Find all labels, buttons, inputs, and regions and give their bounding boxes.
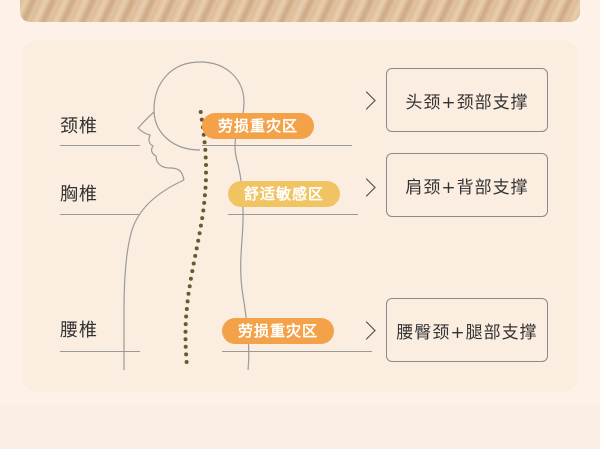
support-waist-leg-text: 腰臀颈+腿部支撑 [396, 322, 538, 343]
spine-dot [202, 200, 207, 205]
spine-diagram-panel: 颈椎 胸椎 腰椎 劳损重灾区 舒适敏感区 劳损重灾区 头颈+颈部支撑 肩颈+背部… [22, 40, 578, 392]
label-thoracic: 胸椎 [60, 184, 98, 205]
body-silhouette [123, 61, 250, 371]
top-banner [0, 0, 600, 28]
front-torso-outline [123, 179, 185, 370]
label-lumbar: 腰椎 [60, 320, 98, 341]
spine-dot [184, 360, 189, 364]
spine-dot [200, 216, 205, 221]
spine-dot [187, 284, 192, 289]
spine-dot [184, 307, 189, 311]
spine-dot [191, 261, 196, 266]
support-box-head-neck: 头颈+颈部支撑 [386, 68, 548, 132]
spine-dot [203, 178, 208, 183]
spine-dot [202, 193, 207, 198]
support-box-shoulder-back: 肩颈+背部支撑 [386, 153, 548, 217]
badge-sensitive: 舒适敏感区 [228, 181, 341, 207]
label-cervical: 颈椎 [60, 116, 98, 137]
head-outline [153, 61, 245, 151]
spine-dot [204, 163, 208, 167]
spine-dot [196, 238, 201, 243]
spine-dot [185, 299, 190, 304]
banner-image [20, 0, 580, 22]
spine-dot [198, 223, 203, 228]
spine-dot [204, 170, 208, 175]
spine-dot [193, 253, 198, 258]
spine-dot [188, 276, 193, 281]
spine-dots [183, 110, 208, 364]
spine-dot [190, 269, 195, 274]
badge-strain-upper: 劳损重灾区 [202, 113, 315, 139]
thoracic-underline [60, 214, 140, 215]
badge-upper-line [202, 145, 352, 146]
spine-dot [197, 231, 202, 236]
spine-dot [184, 352, 189, 357]
spine-dot [203, 185, 208, 190]
support-head-neck-text: 头颈+颈部支撑 [405, 92, 529, 113]
lumbar-underline [60, 351, 140, 352]
badge-strain-lower: 劳损重灾区 [222, 318, 335, 344]
spine-dot [186, 291, 191, 296]
spine-dot [201, 208, 206, 213]
face-profile [137, 111, 185, 181]
spine-dot [184, 314, 189, 319]
spine-dot [183, 329, 188, 334]
badge-lower-line [222, 351, 372, 352]
badge-middle-line [228, 214, 358, 215]
spine-dot [183, 344, 188, 349]
support-box-waist-leg: 腰臀颈+腿部支撑 [386, 298, 548, 362]
spine-dot [202, 140, 207, 145]
spine-dot [183, 322, 188, 327]
spine-dot [203, 155, 208, 160]
spine-dot [183, 337, 188, 342]
spine-dot [203, 147, 208, 152]
cervical-underline [60, 145, 140, 146]
spine-dot [198, 110, 203, 114]
spine-dot [194, 246, 199, 251]
bottom-strip [0, 404, 600, 449]
support-shoulder-back-text: 肩颈+背部支撑 [405, 177, 529, 198]
